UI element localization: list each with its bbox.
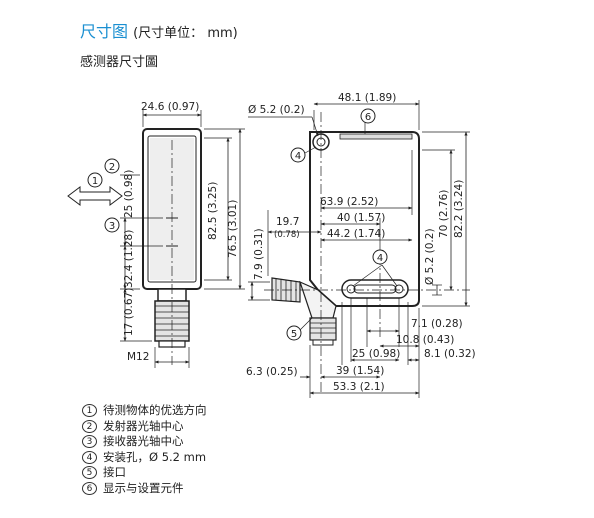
dim-6-3: 6.3 (0.25): [246, 366, 298, 378]
legend-text: 发射器光轴中心: [103, 418, 184, 433]
legend-number: 3: [82, 435, 97, 449]
legend-item-3: 3 接收器光轴中心: [82, 434, 207, 450]
legend-item-6: 6 显示与设置元件: [82, 481, 207, 497]
legend-item-1: 1 待测物体的优选方向: [82, 403, 207, 419]
callout-2: 2: [104, 158, 120, 174]
dim-hole-diameter: Ø 5.2 (0.2): [248, 104, 305, 116]
dim-19-7: 19.7: [276, 216, 299, 228]
dim-conn-17: 17 (0.67): [123, 288, 135, 336]
legend-text: 显示与设置元件: [103, 480, 184, 495]
svg-text:6: 6: [365, 112, 371, 123]
sensor-front-view: [67, 110, 245, 368]
legend-text: 接口: [103, 465, 126, 480]
legend-item-4: 4 安装孔，Ø 5.2 mm: [82, 450, 207, 466]
legend-number: 5: [82, 466, 97, 480]
title-units: (尺寸单位： mm): [133, 26, 238, 41]
svg-text:1: 1: [92, 176, 98, 187]
page-subtitle: 感测器尺寸圖: [80, 55, 159, 70]
legend-number: 6: [82, 481, 97, 495]
dim-19-7-inch: (0.78): [274, 230, 300, 240]
title-main: 尺寸图: [80, 22, 129, 41]
dim-height-82-5: 82.5 (3.25): [207, 182, 219, 240]
sensor-side-view: [248, 100, 470, 398]
svg-text:5: 5: [291, 329, 297, 340]
svg-text:3: 3: [109, 221, 115, 232]
dim-25: 25 (0.98): [352, 348, 400, 360]
callout-1: 1: [87, 172, 103, 188]
callout-3: 3: [104, 217, 120, 233]
dim-44-2: 44.2 (1.74): [327, 228, 385, 240]
dim-7-1: 7.1 (0.28): [411, 318, 463, 330]
svg-text:4: 4: [295, 151, 301, 162]
dim-53-3: 53.3 (2.1): [333, 381, 385, 393]
legend-item-2: 2 发射器光轴中心: [82, 419, 207, 435]
dim-63-9: 63.9 (2.52): [320, 196, 378, 208]
legend-number: 1: [82, 404, 97, 417]
legend-number: 4: [82, 450, 97, 464]
dim-beam-25: 25 (0.98): [123, 170, 135, 218]
callout-5: 5: [286, 325, 302, 341]
legend-text: 接收器光轴中心: [103, 434, 184, 449]
legend: 1 待测物体的优选方向 2 发射器光轴中心 3 接收器光轴中心 4 安装孔，Ø 5.2 …: [82, 403, 207, 497]
callout-4-top: 4: [290, 147, 306, 163]
dim-40: 40 (1.57): [337, 212, 385, 224]
dim-48-1: 48.1 (1.89): [338, 92, 396, 104]
svg-text:2: 2: [109, 162, 115, 173]
dim-side-hole: Ø 5.2 (0.2): [424, 228, 436, 285]
dim-width: 24.6 (0.97): [141, 101, 199, 113]
dim-70: 70 (2.76): [438, 190, 450, 238]
legend-number: 2: [82, 419, 97, 433]
thread-label: M12: [127, 351, 149, 363]
legend-text: 安装孔，Ø 5.2 mm: [103, 449, 207, 464]
callout-4-slot: 4: [372, 249, 388, 265]
dim-82-2: 82.2 (3.24): [453, 180, 465, 238]
dim-height-76-5: 76.5 (3.01): [227, 200, 239, 258]
legend-item-5: 5 接口: [82, 465, 207, 481]
dim-7-9: 7.9 (0.31): [253, 228, 265, 280]
legend-text: 待测物体的优选方向: [103, 403, 207, 417]
page-title: 尺寸图 (尺寸单位： mm): [80, 18, 238, 42]
dim-8-1: 8.1 (0.32): [424, 348, 476, 360]
dim-32-4: 32.4 (1.28): [123, 230, 135, 288]
dim-10-8: 10.8 (0.43): [396, 334, 454, 346]
callout-6: 6: [360, 108, 376, 124]
dim-39: 39 (1.54): [336, 365, 384, 377]
svg-text:4: 4: [377, 253, 383, 264]
